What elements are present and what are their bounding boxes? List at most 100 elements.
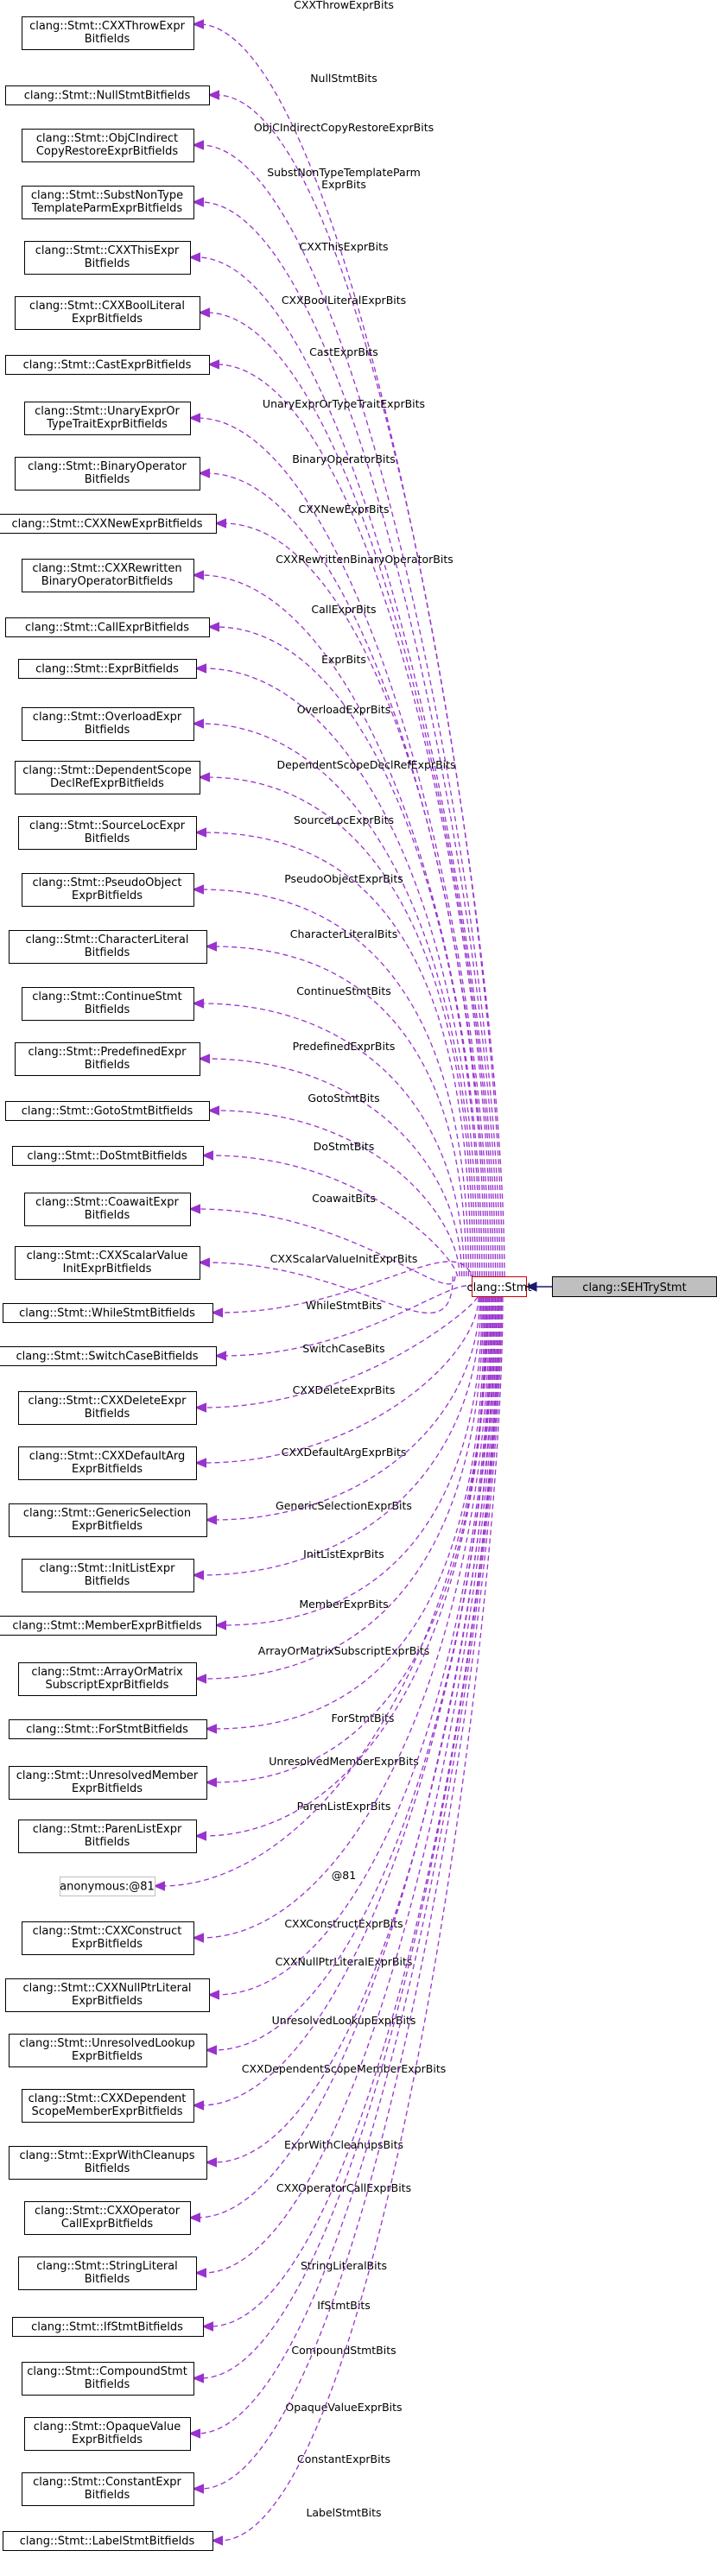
member-node-label: Bitfields xyxy=(85,33,130,46)
member-node-box xyxy=(22,2472,194,2506)
member-edge-arrowhead xyxy=(214,1351,226,1361)
member-edge xyxy=(213,1296,487,1783)
member-node-label: Bitfields xyxy=(85,724,130,737)
member-edge xyxy=(213,1296,485,1730)
member-node[interactable]: clang::Stmt::ForStmtBitfields xyxy=(9,1719,207,1739)
member-edge-label: UnaryExprOrTypeTraitExprBits xyxy=(263,397,425,410)
member-node-label: clang::Stmt::OverloadExpr xyxy=(33,711,182,724)
member-edge-arrowhead xyxy=(214,1620,226,1630)
member-edge xyxy=(200,1296,503,2490)
member-edge xyxy=(223,1296,483,1626)
member-node-box xyxy=(18,1820,197,1853)
member-edge-label: CXXBoolLiteralExprBits xyxy=(282,294,406,307)
member-node[interactable]: clang::Stmt::CXXDependentScopeMemberExpr… xyxy=(22,2089,194,2123)
member-edge-arrowhead xyxy=(192,2484,204,2494)
member-edge-arrowhead xyxy=(198,468,210,478)
member-edge xyxy=(216,1110,460,1277)
seh-try-stmt-node[interactable]: clang::SEHTryStmt xyxy=(552,1276,717,1297)
member-node-label: clang::Stmt::ContinueStmt xyxy=(32,991,181,1003)
member-node[interactable]: clang::Stmt::CXXRewrittenBinaryOperatorB… xyxy=(22,559,194,592)
member-node[interactable]: clang::Stmt::CXXScalarValueInitExprBitfi… xyxy=(15,1246,200,1280)
member-edge xyxy=(200,574,483,1277)
member-node-label: clang::Stmt::CXXDependent xyxy=(29,2092,187,2105)
member-node-label: Bitfields xyxy=(85,1575,130,1588)
member-node-label: clang::Stmt::UnresolvedMember xyxy=(16,1769,199,1782)
member-edge xyxy=(200,1296,491,1939)
member-node-box xyxy=(3,1303,213,1323)
member-edge-arrowhead xyxy=(153,1881,165,1891)
member-node-box xyxy=(9,1719,207,1739)
member-node[interactable]: clang::Stmt::WhileStmtBitfields xyxy=(3,1303,213,1323)
stmt-node-label: clang::Stmt xyxy=(466,1282,531,1294)
member-edge-label: ParenListExprBits xyxy=(297,1800,391,1813)
member-node-label: Bitfields xyxy=(85,1059,130,1072)
member-edge-label: UnresolvedLookupExprBits xyxy=(272,2014,416,2027)
member-edge-label: GenericSelectionExprBits xyxy=(276,1499,412,1512)
member-node[interactable]: clang::Stmt::SubstNonTypeTemplateParmExp… xyxy=(22,186,194,219)
member-node[interactable]: clang::Stmt::UnresolvedMemberExprBitfiel… xyxy=(9,1766,207,1800)
member-node-label: clang::Stmt::PredefinedExpr xyxy=(29,1046,187,1059)
member-node-label: ScopeMemberExprBitfields xyxy=(31,2105,182,2118)
member-edge-arrowhead xyxy=(207,1105,219,1116)
member-node[interactable]: clang::Stmt::LabelStmtBitfields xyxy=(3,2531,213,2551)
member-node[interactable]: clang::Stmt::BinaryOperatorBitfields xyxy=(15,457,200,491)
member-node[interactable]: anonymous:@81 xyxy=(60,1877,155,1896)
member-node-label: clang::Stmt::CXXOperator xyxy=(35,2205,181,2218)
member-node[interactable]: clang::Stmt::CastExprBitfields xyxy=(5,355,210,375)
member-node-label: clang::Stmt::CXXNullPtrLiteral xyxy=(22,1982,191,1995)
member-node[interactable]: clang::Stmt::ArrayOrMatrixSubscriptExprB… xyxy=(18,1662,197,1696)
member-node-label: InitExprBitfields xyxy=(63,1263,152,1275)
member-node[interactable]: clang::Stmt::CXXNewExprBitfields xyxy=(0,514,217,534)
member-node[interactable]: clang::Stmt::UnresolvedLookupExprBitfiel… xyxy=(9,2034,207,2067)
member-node[interactable]: clang::Stmt::ObjCIndirectCopyRestoreExpr… xyxy=(22,129,194,162)
member-node[interactable]: clang::Stmt::CXXOperatorCallExprBitfield… xyxy=(24,2201,191,2235)
member-node[interactable]: clang::Stmt::ExprBitfields xyxy=(18,659,197,679)
member-edge-label: CXXNullPtrLiteralExprBits xyxy=(276,1955,413,1968)
member-node[interactable]: clang::Stmt::CallExprBitfields xyxy=(5,617,210,637)
member-node[interactable]: clang::Stmt::IfStmtBitfields xyxy=(12,2317,204,2337)
member-node-label: clang::Stmt::GotoStmtBitfields xyxy=(22,1105,193,1118)
member-node[interactable]: clang::Stmt::GotoStmtBitfields xyxy=(5,1101,210,1121)
member-node[interactable]: clang::Stmt::CXXNullPtrLiteralExprBitfie… xyxy=(5,1978,210,2012)
member-edge-arrowhead xyxy=(188,252,200,263)
member-edge xyxy=(216,1296,492,1996)
member-node[interactable]: clang::Stmt::DependentScopeDeclRefExprBi… xyxy=(15,761,200,794)
member-edge xyxy=(203,1296,498,2274)
member-edge-arrowhead xyxy=(198,772,210,782)
member-node[interactable]: clang::Stmt::MemberExprBitfields xyxy=(0,1616,217,1636)
member-node[interactable]: clang::Stmt::GenericSelectionExprBitfiel… xyxy=(9,1503,207,1537)
member-node[interactable]: clang::Stmt::NullStmtBitfields xyxy=(5,85,210,105)
member-node[interactable]: clang::Stmt::UnaryExprOrTypeTraitExprBit… xyxy=(24,402,191,435)
member-edge xyxy=(203,1296,479,1464)
member-edge xyxy=(200,144,501,1277)
stmt-node[interactable]: clang::Stmt xyxy=(466,1276,532,1297)
member-edge-arrowhead xyxy=(194,827,206,838)
member-node-box xyxy=(9,1503,207,1537)
member-node-box xyxy=(0,1346,217,1366)
member-node[interactable]: clang::Stmt::DoStmtBitfields xyxy=(12,1146,204,1166)
member-edge-label: SubstNonTypeTemplateParm xyxy=(267,166,421,179)
member-node[interactable]: clang::Stmt::SwitchCaseBitfields xyxy=(0,1346,217,1366)
member-edge-label: CXXScalarValueInitExprBits xyxy=(270,1252,418,1265)
member-edge-arrowhead xyxy=(205,1724,217,1734)
